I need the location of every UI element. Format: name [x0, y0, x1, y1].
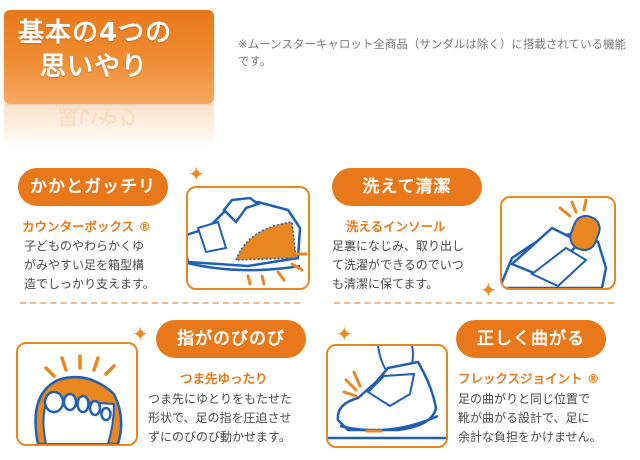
description-line: も清潔に保てます。: [332, 277, 439, 291]
sparkle-icon: ✦: [188, 162, 205, 186]
description-line: て洗濯ができるのでいつ: [332, 258, 464, 272]
feature-description: 足の曲がりと同じ位置で 靴が曲がる設計で、足に 余計な負担をかけません。: [458, 390, 602, 447]
feature-subtitle: つま先ゆったり: [180, 371, 268, 386]
feature-pill: 洗えて清潔: [332, 168, 482, 206]
feature-description: 子どものやわらかくゆ がみやすい足を箱型構 造でしっかり支えます。: [24, 237, 155, 294]
description-line: 余計な負担をかけません。: [458, 430, 602, 444]
title-reflection: [4, 104, 214, 148]
sparkle-icon: ✦: [132, 322, 149, 346]
feature-flex-joint: ✦ 正しく曲がる フレックスジョイント ® 足の曲がりと同じ位置で 靴が曲がる設…: [320, 310, 640, 460]
feature-description: つま先にゆとりをもたせた 形状で、足の指を圧迫させ ずにのびのび動かせます。: [148, 390, 292, 447]
toes-room-icon: [16, 342, 138, 446]
feature-pill: 指がのびのび: [156, 320, 306, 358]
feature-toe-room: ✦ 指がのびのび つま先ゆったり つま先にゆとりをもたせた 形状で、足の指を圧迫…: [0, 310, 320, 460]
sparkle-icon: ✦: [480, 278, 497, 302]
feature-pill: かかとガッチリ: [18, 168, 168, 206]
feature-pill: 正しく曲がる: [456, 320, 606, 358]
description-line: 造でしっかり支えます。: [24, 277, 155, 291]
page-title: 基本の4つの 思いやり: [18, 16, 208, 84]
description-line: つま先にゆとりをもたせた: [148, 392, 293, 406]
feature-heel-counter: かかとガッチリ カウンターボックス ® 子どものやわらかくゆ がみやすい足を箱型…: [0, 160, 320, 304]
description-line: 足裏になじみ、取り出し: [332, 239, 465, 253]
feature-subtitle: カウンターボックス ®: [22, 219, 151, 234]
title-line-2: 思いやり: [40, 52, 149, 82]
description-line: 靴が曲がる設計で、足に: [458, 411, 590, 425]
flex-joint-shoe-icon: [326, 344, 448, 448]
title-reflection-text: 思いやり: [58, 105, 138, 129]
feature-description: 足裏になじみ、取り出し て洗濯ができるのでいつ も清潔に保てます。: [332, 237, 464, 294]
title-banner: [4, 10, 214, 104]
description-line: ずにのびのび動かせます。: [148, 430, 291, 444]
availability-note: ※ムーンスターキャロット全商品（サンダルは除く）に搭載されている機能です。: [238, 37, 626, 68]
sparkle-icon: ✦: [336, 322, 353, 346]
shoe-heel-counter-icon: [186, 186, 310, 290]
dashed-divider: [20, 302, 300, 304]
feature-subtitle: フレックスジョイント ®: [458, 371, 600, 386]
description-line: 形状で、足の指を圧迫させ: [148, 411, 292, 425]
description-line: 子どものやわらかくゆ: [24, 239, 145, 253]
feature-subtitle: 洗えるインソール: [346, 219, 446, 234]
feature-washable-insole: 洗えて清潔 洗えるインソール 足裏になじみ、取り出し て洗濯ができるのでいつ も…: [320, 160, 640, 304]
title-line-1: 基本の4つの: [18, 18, 173, 48]
description-line: がみやすい足を箱型構: [24, 258, 145, 272]
removable-insole-icon: [500, 196, 616, 290]
dashed-divider: [334, 302, 614, 304]
description-line: 足の曲がりと同じ位置で: [458, 392, 591, 406]
